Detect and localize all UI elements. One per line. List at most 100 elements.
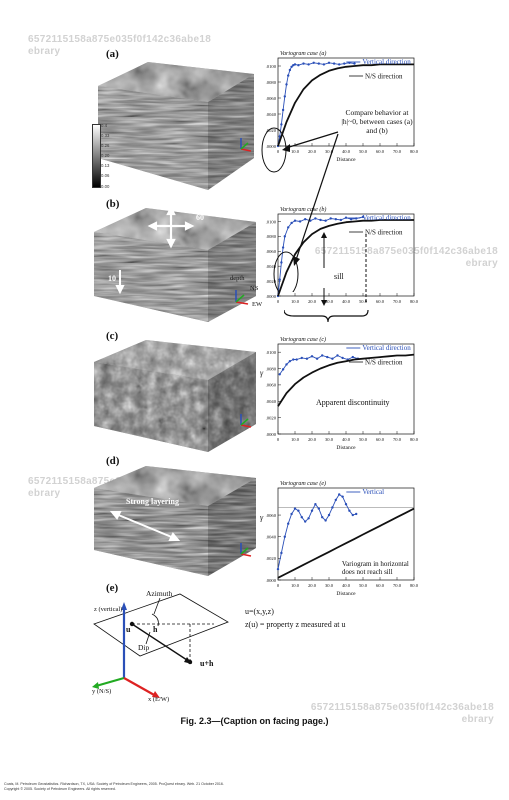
vertical-series-point [321, 516, 324, 519]
vertical-series-point [334, 498, 337, 502]
x-tick-label: 70.0 [393, 583, 402, 588]
vertical-series-point [283, 95, 286, 98]
vertical-series-point [297, 509, 300, 512]
cube-b-label-60: 60 [196, 213, 204, 222]
vertical-series-point [307, 63, 310, 66]
vertical-series-point [300, 356, 303, 360]
x-tick-label: 10.0 [291, 149, 300, 154]
triad-label-depth: depth [230, 275, 245, 282]
label-h: h [153, 625, 158, 634]
annotation-sill: sill [334, 272, 344, 281]
x-tick-label: 10.0 [291, 299, 300, 304]
legend-vertical-label: Vertical direction [362, 58, 411, 66]
vertical-series-point [341, 356, 344, 360]
panel-label-c: (c) [106, 330, 119, 342]
y-tick-label: .0040 [266, 399, 277, 404]
legend-vertical-label: Vertical direction [362, 344, 411, 352]
vertical-series-point [302, 62, 305, 65]
x-tick-label: 20.0 [308, 583, 317, 588]
vertical-series-point [290, 512, 293, 516]
variogram-chart-a: Variogram case (a).0000.0020.0040.0060.0… [266, 50, 419, 163]
variogram-chart-b: Variogram case (b).0000.0020.0040.0060.0… [266, 206, 419, 304]
sill-bracket [284, 232, 369, 323]
x-tick-label: 70.0 [393, 149, 402, 154]
vertical-series-point [290, 221, 293, 225]
y-tick-label: .0000 [266, 432, 277, 437]
plot-frame [277, 343, 415, 435]
vertical-series-point [292, 358, 295, 361]
variogram-chart-c: Variogram case (c).0000.0020.0040.0060.0… [260, 336, 419, 451]
x-tick-label: 40.0 [342, 437, 351, 442]
y-tick-label: .0040 [266, 264, 277, 269]
label-u: u [126, 625, 131, 634]
x-tick-label: 50.0 [359, 583, 368, 588]
vertical-series-point [285, 363, 288, 366]
y-tick-label: .0100 [266, 64, 277, 69]
vertical-series-point [317, 62, 320, 65]
x-tick-label: 0 [277, 149, 280, 154]
vertical-series-line [277, 494, 357, 570]
y-tick-label: .0020 [266, 279, 277, 284]
vertical-series-line [279, 355, 359, 375]
cross-arrows-icon [147, 205, 195, 249]
chart-title: Variogram case (a) [280, 50, 326, 57]
y-tick-label: .0100 [266, 219, 277, 224]
x-tick-label: 20.0 [308, 437, 317, 442]
vertical-series-point [287, 522, 290, 525]
x-tick-label: 80.0 [410, 149, 419, 154]
vertical-series-point [351, 355, 354, 359]
vertical-series-point [281, 108, 285, 112]
vertical-series-point [338, 493, 341, 496]
legend-ns-label: N/S direction [365, 229, 403, 237]
vertical-series-point [280, 261, 283, 264]
triad-label-ew: EW [252, 301, 263, 308]
x-tick-label: 30.0 [325, 299, 334, 304]
vertical-series-point [315, 357, 319, 360]
vertical-series-point [280, 123, 283, 126]
vertical-series-point [288, 68, 292, 72]
panel-label-e: (e) [106, 582, 119, 594]
vertical-series-point [293, 507, 297, 510]
chart-title: Variogram case (c) [280, 336, 326, 343]
vertical-series-point [324, 219, 327, 222]
vertical-series-point [322, 63, 326, 66]
x-tick-label: 20.0 [308, 149, 317, 154]
y-axis-label: γ [260, 513, 264, 522]
y-tick-label: .0060 [266, 249, 277, 254]
vertical-series-point [281, 368, 285, 371]
y-tick-label: .0020 [266, 128, 277, 133]
legend-ns-label: N/S direction [365, 359, 403, 367]
legend-horizontal-label-line: Variogram in horizontal [342, 560, 409, 568]
equation-z-of-u: z(u) = property z measured at u [245, 620, 346, 629]
strong-layering-label: Strong layering [126, 497, 179, 506]
vertical-series-point [326, 355, 329, 359]
y-tick-label: .0000 [266, 578, 277, 583]
vertical-series-point [278, 278, 281, 281]
y-tick-label: .0040 [266, 535, 277, 540]
x-tick-label: 10.0 [291, 583, 300, 588]
vertical-series-point [293, 219, 297, 222]
colorbar [92, 124, 101, 188]
vertical-series-point [307, 517, 310, 520]
vertical-series-point [321, 354, 324, 357]
panel-label-a: (a) [106, 48, 119, 60]
vertical-series-point [287, 74, 290, 77]
vertical-series-point [339, 218, 343, 222]
vertical-series-point [314, 217, 317, 220]
x-axis-label: Distance [336, 591, 356, 597]
vertical-series-point [280, 551, 283, 555]
figure-caption: Fig. 2.3—(Caption on facing page.) [180, 716, 329, 726]
footer-citation: Coats, M. Petroleum Geostatistics. Richa… [4, 782, 224, 786]
x-tick-label: 60.0 [376, 299, 385, 304]
vertical-series-point [344, 503, 348, 506]
y-tick-label: .0060 [266, 513, 277, 518]
colorbar-ticks: 0.4 0.33 0.26 0.20 0.13 0.06 0.00 [101, 123, 110, 189]
vertical-series-point [290, 65, 293, 68]
x-tick-label: 30.0 [325, 437, 334, 442]
watermark-bottom-right: 6572115158a875e035f0f142c36abe18 ebrary [310, 702, 494, 725]
x-tick-label: 40.0 [342, 149, 351, 154]
vertical-series-point [297, 64, 300, 67]
vertical-series-point [312, 61, 315, 64]
reservoir-cube-c [90, 336, 260, 454]
